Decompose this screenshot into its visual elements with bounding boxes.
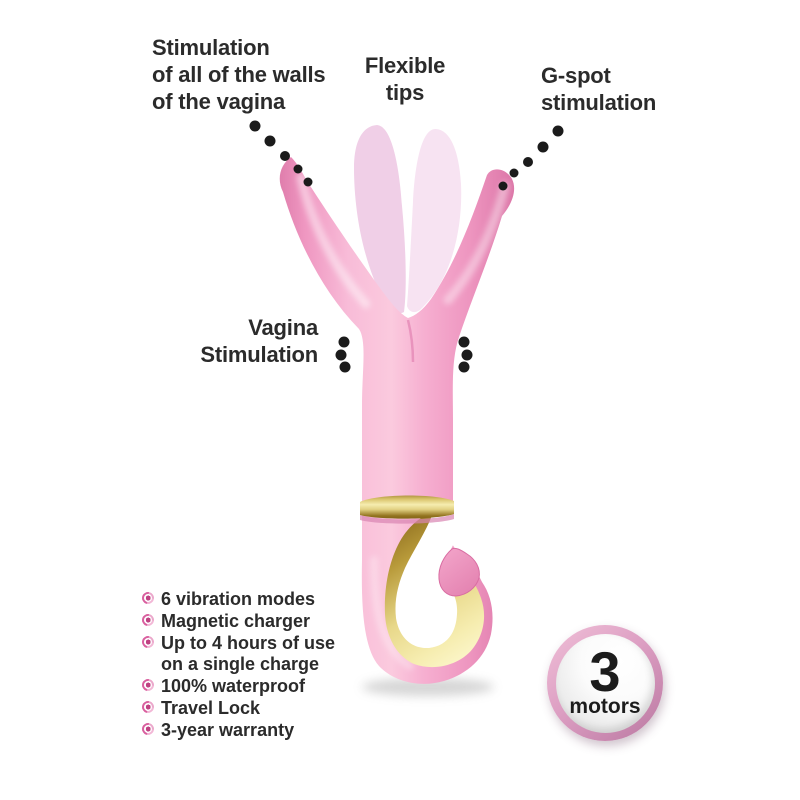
body-highlights [296, 173, 510, 670]
callout-line: stimulation [541, 90, 657, 115]
feature-item: Up to 4 hours of use on a single charge [139, 633, 346, 675]
swirl-bullet-icon [139, 589, 157, 607]
swirl-bullet-icon [139, 611, 157, 629]
feature-item: Travel Lock [139, 698, 346, 719]
callout-line: tips [385, 80, 425, 105]
motors-badge-inner: 3 motors [555, 633, 655, 733]
feature-text: 3-year warranty [161, 720, 295, 740]
petal-right [407, 128, 462, 313]
leader-vagina-right [458, 336, 473, 373]
leader-vagina-left [335, 336, 351, 373]
swirl-bullet-icon [139, 633, 157, 651]
feature-item: 3-year warranty [139, 720, 346, 741]
callout-flexible-tips: Flexible tips [345, 52, 465, 106]
callout-line: of all of the walls [152, 62, 326, 87]
callout-vagina-stimulation: Vagina Stimulation [198, 314, 318, 368]
callout-walls-stimulation: Stimulation of all of the walls of the v… [152, 34, 326, 115]
feature-text: Travel Lock [161, 698, 261, 718]
feature-text: 100% waterproof [161, 676, 306, 696]
motors-badge: 3 motors [547, 625, 663, 741]
swirl-bullet-icon [139, 720, 157, 738]
feature-item: 6 vibration modes [139, 589, 346, 610]
feature-text: 6 vibration modes [161, 589, 316, 609]
callout-line: Stimulation [200, 342, 318, 367]
callout-g-spot: G-spot stimulation [541, 62, 656, 116]
flexible-tip-petals [354, 125, 462, 314]
leader-gspot [498, 125, 564, 191]
callout-line: Stimulation [152, 35, 270, 60]
feature-item: Magnetic charger [139, 611, 346, 632]
callout-line: of the vagina [152, 89, 286, 114]
motors-label: motors [569, 695, 641, 718]
swirl-bullet-icon [139, 698, 157, 716]
gold-ring [360, 495, 454, 524]
feature-text: Up to 4 hours of use on a single charge [161, 633, 336, 674]
callout-line: Vagina [248, 315, 318, 340]
handle-shadow [362, 678, 494, 696]
leader-dots [249, 120, 564, 373]
feature-list: 6 vibration modes Magnetic charger Up to… [139, 589, 346, 741]
petal-left [354, 125, 406, 314]
swirl-bullet-icon [139, 676, 157, 694]
leader-walls [249, 120, 313, 187]
callout-line: G-spot [541, 63, 611, 88]
feature-text: Magnetic charger [161, 611, 311, 631]
handle-opening [395, 511, 466, 649]
feature-item: 100% waterproof [139, 676, 346, 697]
arm-seam [406, 319, 415, 363]
handle-spade-tip [438, 547, 480, 597]
motors-count: 3 [589, 640, 621, 703]
callout-line: Flexible [364, 53, 446, 78]
